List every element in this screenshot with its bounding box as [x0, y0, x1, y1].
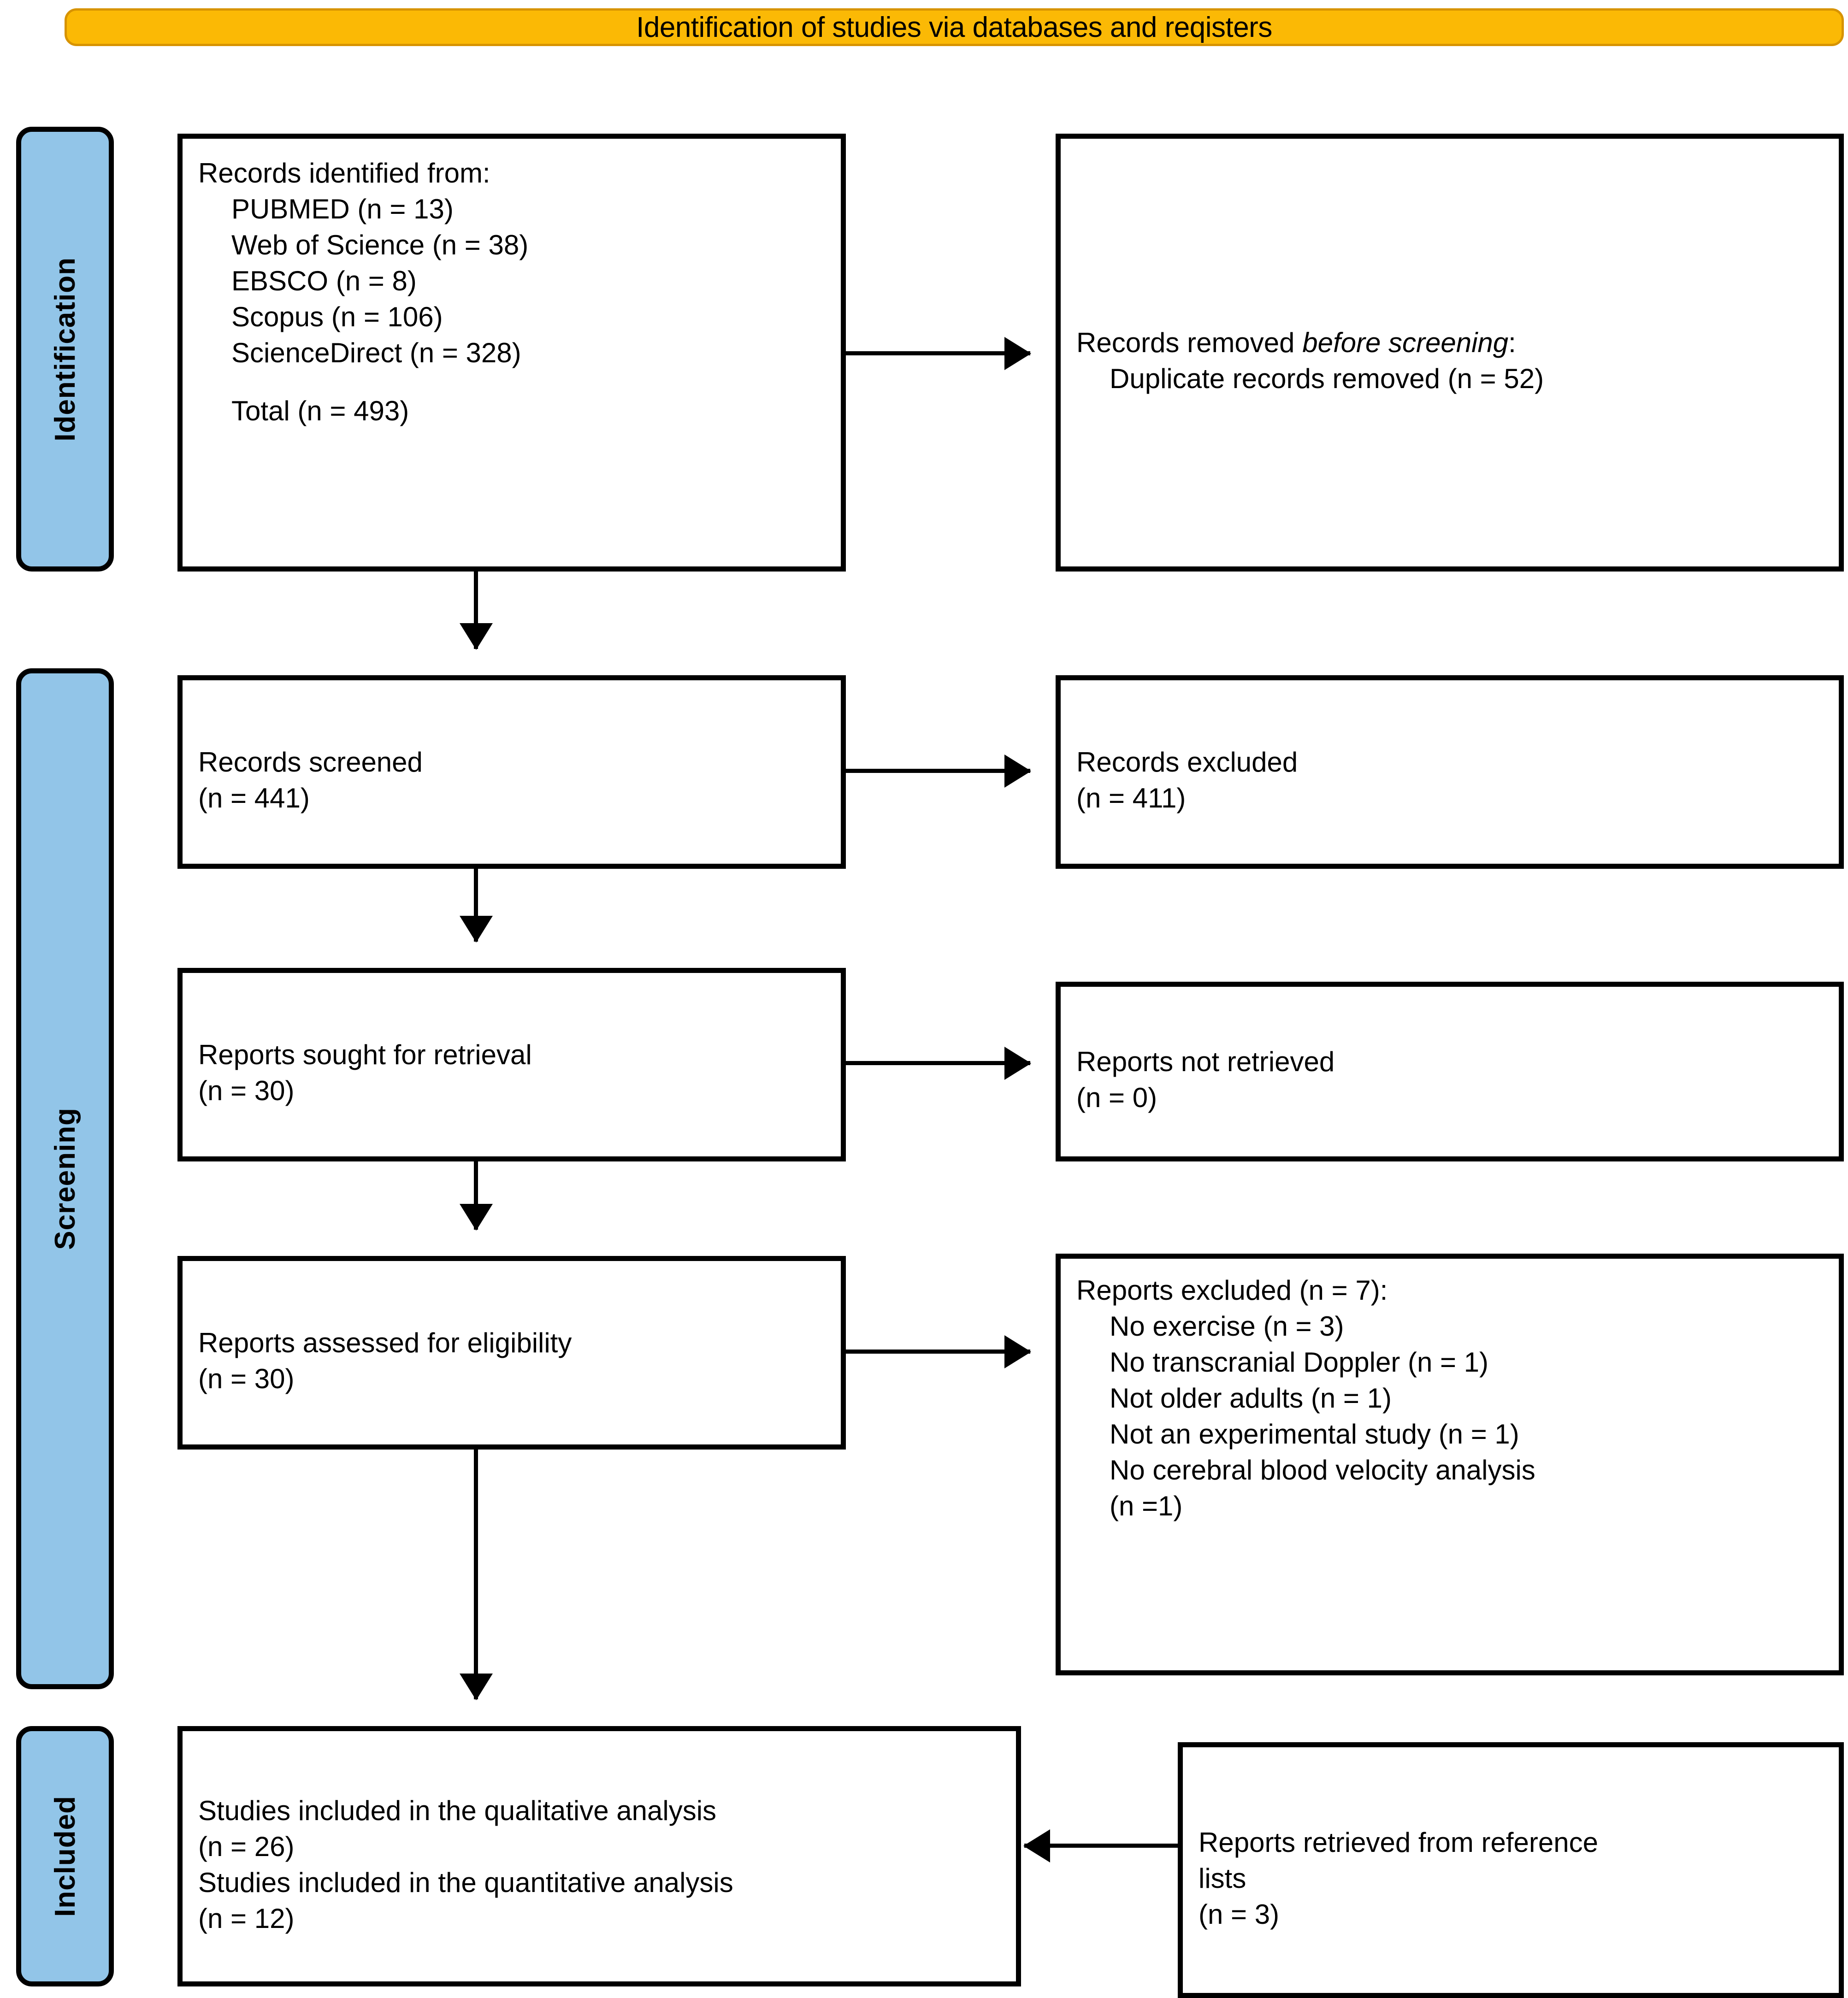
stage-label-included: Included: [16, 1726, 114, 1986]
records-identified-heading: Records identified from:: [198, 158, 490, 189]
records-identified-total: Total (n = 493): [231, 395, 409, 426]
arrow-screened-to-sought: [474, 869, 478, 942]
box-records-identified-content: Records identified from: PUBMED (n = 13)…: [183, 139, 841, 446]
box-reports-sought: Reports sought for retrieval (n = 30): [177, 968, 846, 1161]
source-pubmed: PUBMED (n = 13): [231, 194, 454, 224]
box-reports-assessed: Reports assessed for eligibility (n = 30…: [177, 1256, 846, 1450]
arrow-sought-to-not-retrieved: [846, 1061, 1030, 1065]
source-scopus: Scopus (n = 106): [231, 301, 443, 332]
reports-from-references-line2: lists: [1199, 1862, 1246, 1894]
arrow-references-to-included: [1024, 1844, 1179, 1848]
reports-sought-count: (n = 30): [198, 1075, 295, 1106]
exclusion-reason-not-older-adults: Not older adults (n = 1): [1110, 1383, 1392, 1414]
box-records-excluded: Records excluded (n = 411): [1056, 675, 1844, 869]
box-reports-sought-content: Reports sought for retrieval (n = 30): [183, 973, 841, 1156]
records-screened-label: Records screened: [198, 747, 423, 778]
records-removed-prefix: Records removed: [1076, 327, 1303, 358]
exclusion-reason-no-transcranial-doppler: No transcranial Doppler (n = 1): [1110, 1347, 1489, 1378]
studies-included-qualitative-count: (n = 26): [198, 1831, 295, 1862]
records-excluded-count: (n = 411): [1076, 783, 1186, 813]
reports-excluded-heading: Reports excluded (n = 7):: [1076, 1275, 1388, 1306]
exclusion-reason-no-cbv-analysis: No cerebral blood velocity analysis: [1110, 1455, 1535, 1485]
source-web-of-science: Web of Science (n = 38): [231, 230, 529, 260]
exclusion-reason-no-cbv-analysis-count: (n =1): [1110, 1491, 1183, 1521]
reports-assessed-count: (n = 30): [198, 1363, 295, 1394]
stage-label-screening-text: Screening: [49, 1108, 81, 1250]
records-identified-spacer: [198, 371, 825, 393]
source-sciencedirect: ScienceDirect (n = 328): [231, 337, 521, 368]
records-excluded-label: Records excluded: [1076, 747, 1298, 778]
reports-assessed-label: Reports assessed for eligibility: [198, 1327, 572, 1358]
box-records-removed: Records removed before screening: Duplic…: [1056, 134, 1844, 572]
reports-not-retrieved-label: Reports not retrieved: [1076, 1046, 1335, 1077]
stage-label-identification-text: Identification: [49, 257, 81, 442]
diagram-header-banner: Identification of studies via databases …: [65, 8, 1844, 46]
box-reports-from-references: Reports retrieved from reference lists (…: [1178, 1742, 1844, 1998]
exclusion-reason-no-exercise: No exercise (n = 3): [1110, 1311, 1344, 1342]
box-reports-from-references-content: Reports retrieved from reference lists (…: [1183, 1747, 1839, 1993]
arrow-assessed-to-included: [474, 1450, 478, 1699]
box-reports-assessed-content: Reports assessed for eligibility (n = 30…: [183, 1261, 841, 1444]
box-studies-included: Studies included in the qualitative anal…: [177, 1726, 1021, 1986]
stage-label-screening: Screening: [16, 668, 114, 1689]
exclusion-reason-not-experimental: Not an experimental study (n = 1): [1110, 1419, 1519, 1450]
box-reports-excluded-content: Reports excluded (n = 7): No exercise (n…: [1061, 1259, 1839, 1538]
studies-included-qualitative-label: Studies included in the qualitative anal…: [198, 1795, 717, 1826]
duplicate-records-removed: Duplicate records removed (n = 52): [1110, 363, 1544, 394]
box-reports-excluded: Reports excluded (n = 7): No exercise (n…: [1056, 1254, 1844, 1675]
box-studies-included-content: Studies included in the qualitative anal…: [183, 1731, 1016, 1981]
reports-sought-label: Reports sought for retrieval: [198, 1039, 532, 1070]
records-screened-count: (n = 441): [198, 783, 310, 813]
arrow-sought-to-assessed: [474, 1161, 478, 1230]
box-records-screened: Records screened (n = 441): [177, 675, 846, 869]
box-reports-not-retrieved: Reports not retrieved (n = 0): [1056, 982, 1844, 1161]
diagram-title: Identification of studies via databases …: [636, 11, 1272, 43]
box-records-screened-content: Records screened (n = 441): [183, 680, 841, 864]
reports-from-references-count: (n = 3): [1199, 1898, 1280, 1930]
records-removed-heading: Records removed before screening:: [1076, 325, 1823, 361]
studies-included-quantitative-label: Studies included in the quantitative ana…: [198, 1867, 733, 1898]
reports-from-references-line1: Reports retrieved from reference: [1199, 1827, 1599, 1858]
box-reports-not-retrieved-content: Reports not retrieved (n = 0): [1061, 987, 1839, 1156]
box-records-removed-content: Records removed before screening: Duplic…: [1061, 139, 1839, 566]
arrow-screened-to-excluded: [846, 769, 1030, 773]
arrow-identified-to-screened: [474, 572, 478, 649]
box-records-excluded-content: Records excluded (n = 411): [1061, 680, 1839, 864]
arrow-assessed-to-reports-excluded: [846, 1350, 1030, 1354]
stage-label-identification: Identification: [16, 127, 114, 572]
arrow-identified-to-removed: [846, 351, 1030, 355]
reports-not-retrieved-count: (n = 0): [1076, 1082, 1157, 1113]
source-ebsco: EBSCO (n = 8): [231, 265, 417, 296]
studies-included-quantitative-count: (n = 12): [198, 1903, 295, 1934]
box-records-identified: Records identified from: PUBMED (n = 13)…: [177, 134, 846, 572]
stage-label-included-text: Included: [49, 1796, 81, 1917]
records-removed-italic: before screening: [1302, 327, 1509, 358]
records-removed-suffix: :: [1508, 327, 1516, 358]
